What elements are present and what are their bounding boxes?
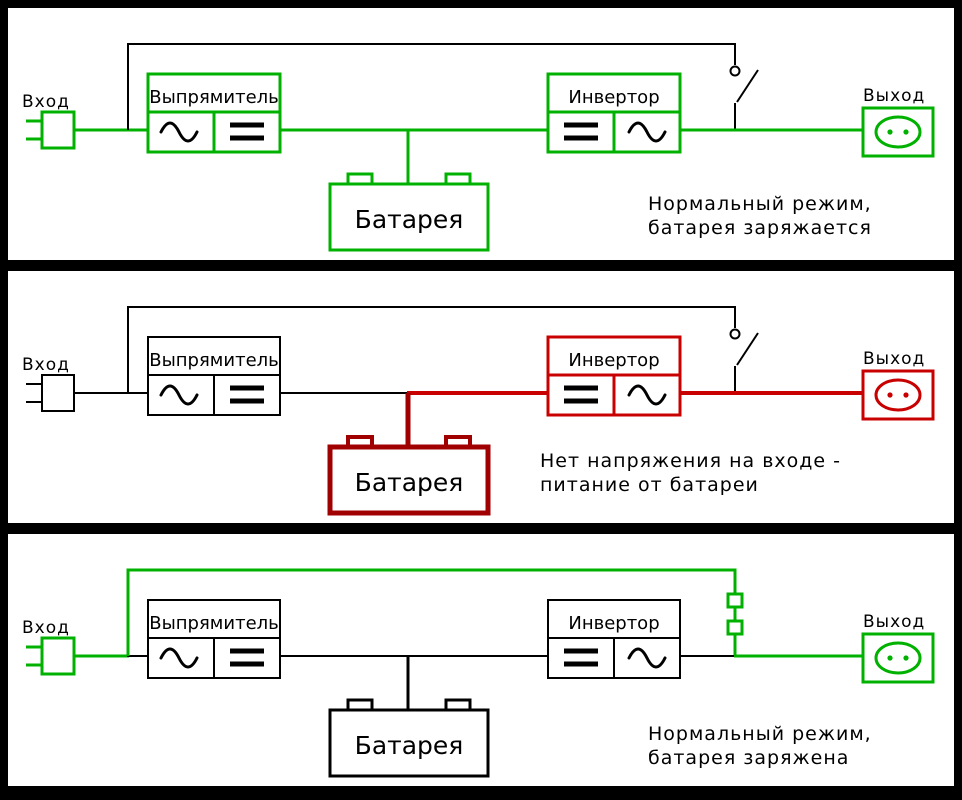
socket-body [861,632,935,684]
battery-label: Батарея [355,468,464,497]
switch-contact-block [726,619,744,636]
switch-contact-block [726,592,744,609]
plug-body [41,374,75,412]
panel-3-schematic: Вход Выпрямите [22,568,935,778]
rectifier-block: Выпрямитель [147,599,281,679]
socket-pin-hole [903,655,909,661]
switch-open-icon [729,65,759,131]
rectifier-label: Выпрямитель [149,613,279,634]
ac-symbol [159,647,199,669]
socket-pin-hole [887,129,893,135]
socket-pin-hole [887,392,893,398]
switch-closed-icon [726,591,744,657]
panel-battery-backup: Вход Выпрямите [8,271,954,523]
output-label: Выход [863,612,925,632]
inverter-block: Инвертор [546,72,682,154]
rectifier-label: Выпрямитель [149,350,279,371]
battery-label: Батарея [355,731,464,760]
plug-icon [26,110,76,150]
switch-contact [729,65,741,77]
ac-symbol [627,384,667,406]
socket-pin-hole [903,129,909,135]
input-label: Вход [22,618,70,638]
rectifier-block: Выпрямитель [147,336,281,416]
plug-body [40,636,76,676]
input-label: Вход [22,92,70,112]
output-label: Выход [863,86,925,106]
inverter-block: Инвертор [546,335,682,417]
bypass-wire [126,568,737,656]
rectifier-block: Выпрямитель [146,72,282,154]
ac-symbol [159,121,199,143]
panel-2-schematic: Вход Выпрямите [22,306,935,516]
inverter-label: Инвертор [568,350,659,371]
socket-icon [861,632,935,684]
battery-block: Батарея [328,172,490,252]
bypass-wire [127,43,736,130]
switch-open-icon [729,328,759,394]
panel-caption-line2: питание от батареи [540,474,759,496]
inverter-block: Инвертор [547,599,681,679]
switch-blade [736,69,759,103]
battery-box [327,444,491,516]
switch-blade [736,332,759,366]
socket-pin-hole [903,392,909,398]
socket-icon [861,106,935,158]
panel-normal-charging: Вход Выпрямите [8,8,954,260]
battery-box [328,708,490,778]
output-label: Выход [863,349,925,369]
panel-1-schematic: Вход Выпрямите [22,43,935,252]
panel-caption-line2: батарея заряжается [648,217,872,239]
socket-face [874,641,922,675]
bypass-wire [127,306,736,393]
rectifier-label: Выпрямитель [149,87,279,108]
ac-symbol [627,647,667,669]
panel-normal-charged: Вход Выпрямите [8,534,954,786]
battery-label: Батарея [355,205,464,234]
battery-block: Батарея [327,435,491,516]
panel-caption-line1: Нет напряжения на входе - [540,450,841,472]
plug-body [40,110,76,150]
plug-icon [26,636,76,676]
socket-face [874,115,922,149]
ac-symbol [627,121,667,143]
panel-caption-line1: Нормальный режим, [648,723,872,745]
switch-contact [729,328,741,340]
plug-icon [26,374,75,412]
socket-icon [861,369,935,421]
socket-face [874,378,922,412]
inverter-label: Инвертор [568,613,659,634]
battery-block: Батарея [328,698,490,778]
panel-caption-line1: Нормальный режим, [648,193,872,215]
ac-symbol [159,384,199,406]
socket-body [861,106,935,158]
battery-box [328,182,490,252]
input-label: Вход [22,355,70,375]
socket-body [861,369,935,421]
panel-caption-line2: батарея заряжена [648,747,849,769]
inverter-label: Инвертор [568,87,659,108]
socket-pin-hole [887,655,893,661]
